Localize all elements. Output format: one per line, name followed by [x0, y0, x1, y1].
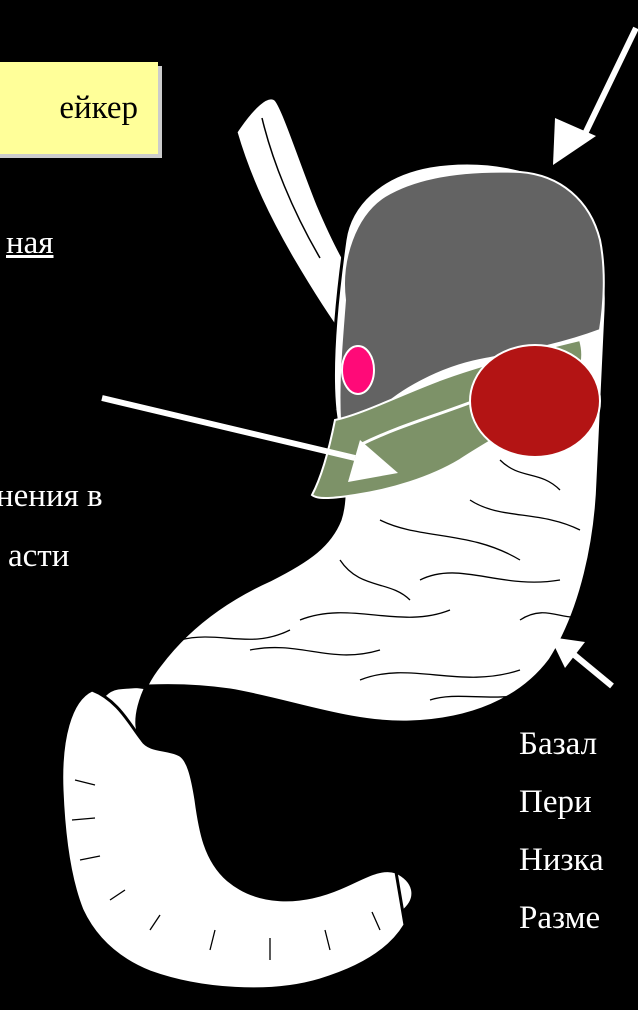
bottom-right-label-3: Низка: [519, 844, 604, 877]
pacemaker-label-box: ейкер: [0, 62, 158, 154]
top-left-partial-label: ная: [6, 227, 54, 260]
arrow-top-right-icon: [553, 28, 636, 165]
pacemaker-label: ейкер: [59, 90, 138, 127]
bottom-right-label-4: Разме: [519, 902, 600, 935]
arrow-bottom-right-icon: [550, 637, 612, 686]
red-circle-marker: [470, 345, 600, 457]
mid-left-label-line1: нения в: [0, 480, 103, 513]
bottom-right-label-2: Пери: [519, 786, 592, 819]
bottom-right-label-1: Базал: [519, 728, 597, 761]
pink-dot-marker: [342, 346, 374, 394]
mid-left-label-line2: асти: [8, 540, 69, 573]
duodenum: [62, 690, 405, 989]
